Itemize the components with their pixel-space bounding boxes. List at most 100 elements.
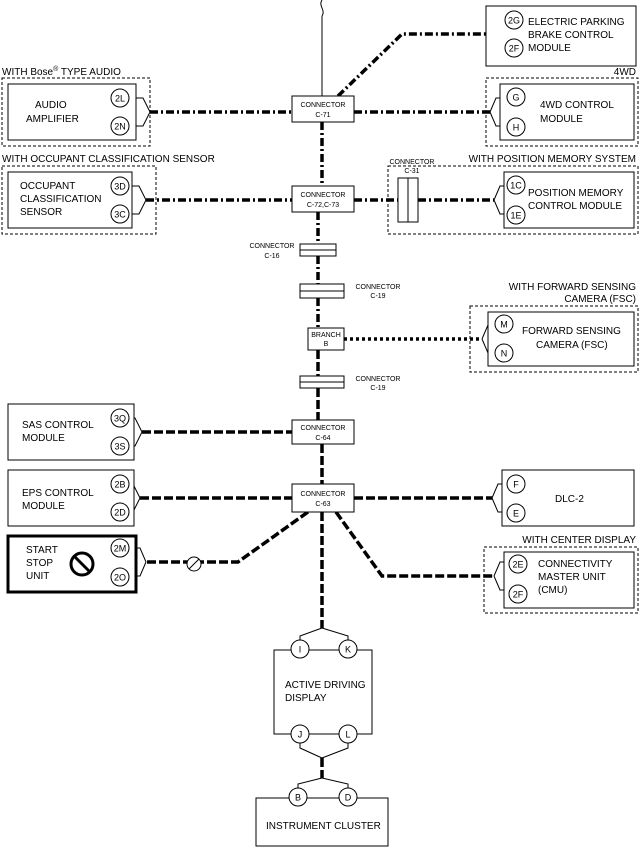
cmu-group-title: WITH CENTER DISPLAY	[522, 535, 636, 546]
add-pin-j	[290, 724, 310, 744]
add-pin-i	[290, 639, 310, 659]
eps-label-1: EPS CONTROL	[22, 488, 94, 499]
occupant-pin-3c	[110, 204, 130, 224]
connector-c71: CONNECTOR C-71	[291, 95, 355, 123]
cmu-label-1: CONNECTIVITY	[538, 559, 613, 570]
audio-pin-2n-label: 2N	[114, 122, 126, 132]
svg-text:BRANCH: BRANCH	[311, 332, 341, 339]
dlc-label: DLC-2	[555, 494, 584, 505]
eps-pin-2b	[110, 474, 130, 494]
posmem-group-title: WITH POSITION MEMORY SYSTEM	[469, 154, 636, 165]
startstop-pin-2m-label: 2M	[114, 544, 127, 554]
4wd-label-1: 4WD CONTROL	[540, 100, 614, 111]
fsc-group-title-2: CAMERA (FSC)	[564, 294, 636, 305]
fsc-pin-n	[494, 343, 514, 363]
sas-pin-3s-label: 3S	[114, 442, 125, 452]
sas-label-2: MODULE	[22, 433, 65, 444]
occupant-label-3: SENSOR	[20, 207, 62, 218]
epb-label-2: BRAKE CONTROL	[528, 30, 614, 41]
cmu-label-3: (CMU)	[538, 585, 567, 596]
occupant-pin-3c-label: 3C	[114, 210, 126, 220]
svg-text:B: B	[324, 341, 329, 348]
add-label-1: ACTIVE DRIVING	[285, 680, 366, 691]
connector-c19-b: CONNECTOR C-19	[299, 375, 401, 392]
svg-text:CONNECTOR: CONNECTOR	[250, 243, 295, 250]
add-pin-i-label: I	[299, 645, 302, 655]
add-pin-k	[338, 639, 358, 659]
posmem-pin-1c-label: 1C	[510, 181, 522, 191]
sas-label-1: SAS CONTROL	[22, 420, 94, 431]
cmu-module: WITH CENTER DISPLAY CONNECTIVITY MASTER …	[483, 535, 639, 614]
posmem-label-2: CONTROL MODULE	[528, 201, 622, 212]
wire-add-fork-bottom	[299, 742, 349, 759]
startstop-label-1: START	[26, 545, 58, 556]
wire-top-break	[320, 0, 324, 17]
occupant-pin-3d-label: 3D	[114, 182, 126, 192]
cluster-pin-b	[288, 787, 308, 807]
dlc-pin-e-label: E	[513, 509, 519, 519]
epb-label-3: MODULE	[528, 43, 571, 54]
fsc-group-title-1: WITH FORWARD SENSING	[509, 282, 636, 293]
dlc-pin-f-label: F	[513, 480, 519, 490]
eps-module: EPS CONTROL MODULE 2B 2D	[7, 469, 135, 527]
occupant-label-1: OCCUPANT	[20, 181, 75, 192]
svg-text:C-31: C-31	[404, 168, 419, 175]
fsc-pin-m	[494, 314, 514, 334]
4wd-module: 4WD 4WD CONTROL MODULE G H	[485, 67, 639, 147]
svg-text:C-16: C-16	[264, 253, 279, 260]
sas-pin-3q	[110, 408, 130, 428]
4wd-pin-g	[506, 87, 526, 107]
eps-label-2: MODULE	[22, 501, 65, 512]
eps-pin-2d	[110, 502, 130, 522]
epb-module: ELECTRIC PARKING BRAKE CONTROL MODULE 2G…	[485, 5, 637, 67]
add-pin-l	[338, 724, 358, 744]
audio-label-2: AMPLIFIER	[26, 114, 79, 125]
startstop-label-3: UNIT	[26, 571, 49, 582]
cmu-pin-2f	[508, 584, 528, 604]
connector-c72-c73: CONNECTOR C-72,C-73	[291, 185, 355, 213]
epb-pin-2g-label: 2G	[508, 16, 520, 26]
svg-text:CONNECTOR: CONNECTOR	[356, 284, 401, 291]
sas-module: SAS CONTROL MODULE 3Q 3S	[7, 403, 135, 461]
active-driving-display: ACTIVE DRIVING DISPLAY I K J L	[273, 639, 373, 744]
instrument-cluster: INSTRUMENT CLUSTER B D	[255, 787, 389, 847]
wire-add-fork-top	[299, 627, 349, 640]
prohibited-icon	[69, 551, 95, 577]
wire-cmu	[334, 510, 494, 578]
svg-text:CONNECTOR: CONNECTOR	[301, 425, 346, 432]
posmem-pin-1e-label: 1E	[510, 211, 521, 221]
no-connection-symbol	[186, 556, 202, 572]
audio-amplifier-module: WITH Bose® TYPE AUDIO AUDIO AMPLIFIER 2L…	[1, 65, 151, 147]
fsc-module: WITH FORWARD SENSING CAMERA (FSC) FORWAR…	[469, 282, 639, 373]
svg-text:C-19: C-19	[370, 293, 385, 300]
fsc-pin-m-label: M	[500, 320, 508, 330]
startstop-pin-2o-label: 2O	[114, 573, 126, 583]
connector-c16: CONNECTOR C-16	[250, 243, 337, 260]
cmu-pin-2e-label: 2E	[512, 560, 523, 570]
audio-pin-2n	[110, 116, 130, 136]
sas-pin-3s	[110, 436, 130, 456]
wire-startstop	[146, 510, 310, 564]
wire-occupant-fork	[130, 185, 147, 215]
4wd-pin-g-label: G	[512, 93, 519, 103]
branch-b: BRANCH B	[307, 327, 345, 351]
startstop-label-2: STOP	[26, 558, 53, 569]
add-label-2: DISPLAY	[285, 693, 327, 704]
sas-pin-3q-label: 3Q	[114, 414, 126, 424]
audio-pin-2l-label: 2L	[115, 94, 125, 104]
svg-text:C-63: C-63	[315, 501, 330, 508]
4wd-group-title: 4WD	[614, 67, 636, 78]
position-memory-module: WITH POSITION MEMORY SYSTEM POSITION MEM…	[387, 154, 639, 235]
svg-text:C-72,C-73: C-72,C-73	[307, 202, 339, 209]
cluster-pin-d-label: D	[345, 793, 352, 803]
svg-text:C-19: C-19	[370, 385, 385, 392]
cmu-pin-2f-label: 2F	[513, 590, 524, 600]
occupant-pin-3d	[110, 176, 130, 196]
dlc-pin-e	[506, 503, 526, 523]
svg-text:CONNECTOR: CONNECTOR	[356, 376, 401, 383]
epb-pin-2f-label: 2F	[509, 44, 520, 54]
posmem-pin-1e	[506, 205, 526, 225]
add-pin-l-label: L	[345, 730, 350, 740]
